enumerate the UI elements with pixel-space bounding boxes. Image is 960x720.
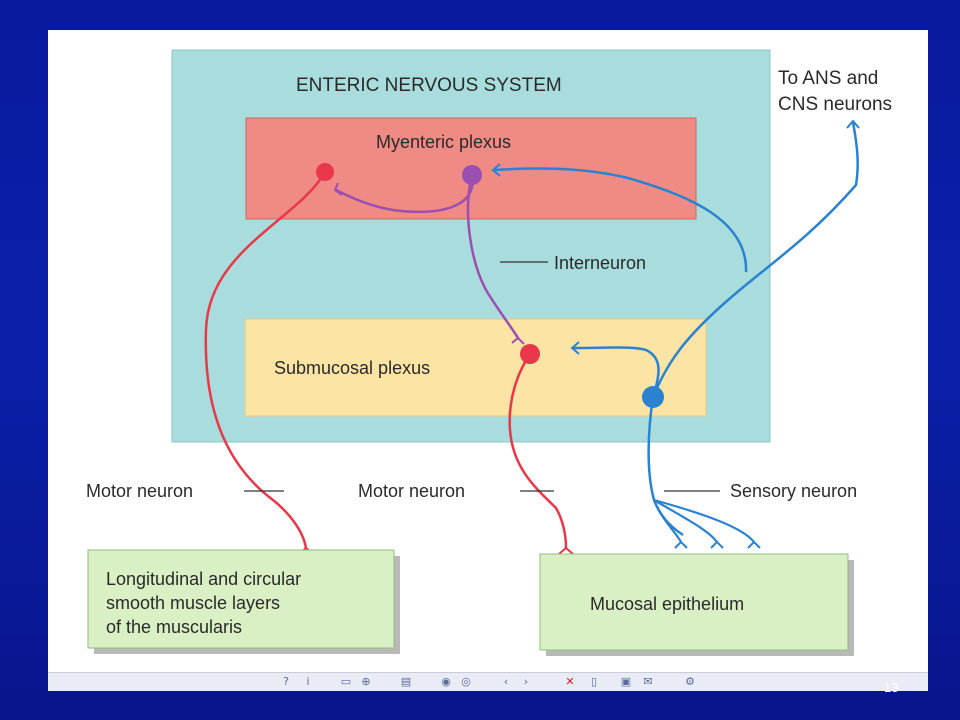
info-icon[interactable]: i [306,675,310,688]
mail-icon[interactable]: ✉ [643,675,653,688]
sensory-neuron-terminal-submucosal [570,341,580,355]
sensory-neuron-to-myenteric [492,167,748,273]
viewer-toolbar: ? i ▭ ⊕ ▤ ◉ ◎ ‹ › ✕ ▯ ▣ ✉ ⚙ [48,672,928,691]
submucosal-plexus-box [244,318,707,417]
sensory-neuron-branch-2 [653,499,718,543]
settings-icon[interactable]: ⚙ [685,675,695,688]
sensory-receptor-2 [710,540,724,549]
sensory-neuron-terminal-myenteric [491,163,501,177]
interneuron-terminal-myenteric [333,182,343,196]
sensory-receptor-3 [747,540,761,549]
submucosal-plexus-label: Submucosal plexus [274,358,430,378]
trash-icon[interactable]: ▤ [400,675,412,688]
sensory-neuron-to-cns [651,121,859,398]
next-icon[interactable]: › [523,675,529,688]
sensory-neuron-dendrite-trunk [647,396,684,537]
muscle-layers-line3: of the muscularis [106,617,242,637]
sensory-neuron-to-submucosal [572,346,660,398]
muscle-layers-box [87,549,395,649]
paste-icon[interactable]: ⊕ [361,675,371,688]
ens-title: ENTERIC NERVOUS SYSTEM [296,75,562,96]
motor-neuron-mid-body [520,344,540,364]
interneuron-label: Interneuron [554,253,646,273]
mucosal-epithelium-box [539,553,849,651]
sensory-neuron-branch-3 [653,498,755,543]
enteric-nervous-system-diagram: ENTERIC NERVOUS SYSTEM Myenteric plexus … [86,49,892,656]
zoom-out-icon[interactable]: ◎ [461,675,471,688]
myenteric-plexus-label: Myenteric plexus [376,132,511,152]
prev-icon[interactable]: ‹ [503,675,509,688]
page-number: 13 [884,680,899,695]
copy-icon[interactable]: ▭ [340,675,352,688]
slide: ENTERIC NERVOUS SYSTEM Myenteric plexus … [48,30,928,690]
motor-neuron-left-axon [204,171,327,549]
close-icon[interactable]: ✕ [565,675,575,688]
zoom-in-icon[interactable]: ◉ [441,675,451,688]
sensory-neuron-body [642,386,664,408]
sensory-neuron-label: Sensory neuron [730,481,857,501]
interneuron-body [462,165,482,185]
motor-neuron-left-body [316,163,334,181]
page-icon[interactable]: ▯ [590,675,598,688]
sensory-neuron-branch-1 [652,499,682,543]
motor-neuron-left-label: Motor neuron [86,481,193,501]
motor-neuron-mid-terminal [558,546,574,555]
muscle-layers-line2: smooth muscle layers [106,593,280,613]
help-icon[interactable]: ? [283,675,289,688]
motor-neuron-mid-axon [508,353,568,549]
interneuron-terminal-submucosal [511,336,525,345]
save-icon[interactable]: ▣ [620,675,632,688]
mucosal-epithelium-label: Mucosal epithelium [590,594,744,614]
sensory-neuron-terminal-cns [846,119,860,129]
muscle-layers-line1: Longitudinal and circular [106,569,301,589]
ans-cns-label-line2: CNS neurons [778,94,892,115]
sensory-receptor-1 [674,540,688,549]
motor-neuron-mid-label: Motor neuron [358,481,465,501]
ans-cns-label-line1: To ANS and [778,68,878,89]
interneuron-axon-to-submucosal [466,174,520,339]
